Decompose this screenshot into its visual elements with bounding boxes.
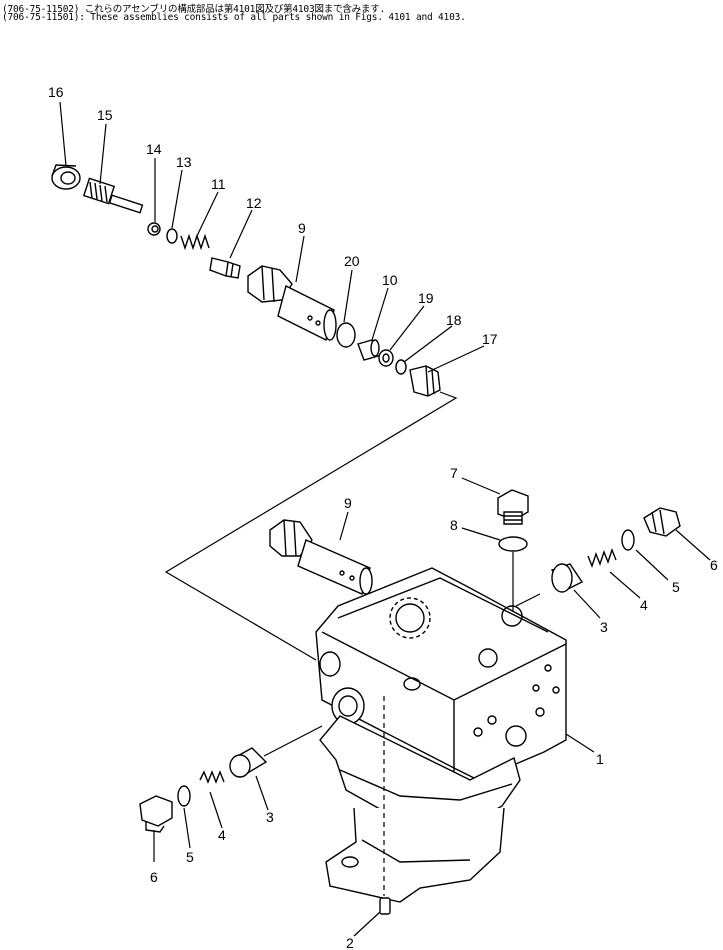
- callout-1: 1: [596, 751, 604, 767]
- part-5-o-ring-right: [621, 529, 635, 551]
- part-19-ring: [378, 349, 394, 367]
- callout-19: 19: [418, 290, 434, 306]
- callout-2: 2: [346, 935, 354, 950]
- part-3-piston-left: [229, 747, 268, 778]
- callout-9-upper: 9: [298, 220, 306, 236]
- header-note-japanese: (706-75-11502) これらのアセンブリの構成部品は第4101図及び第4…: [2, 4, 386, 15]
- part-9-valve-lower: [269, 519, 373, 595]
- callout-17: 17: [482, 331, 498, 347]
- callout-4-left: 4: [218, 827, 226, 843]
- part-9-valve-upper: [247, 265, 337, 342]
- part-14-ring: [147, 222, 161, 236]
- callout-6-right: 6: [710, 557, 718, 573]
- part-15-screw: [82, 177, 144, 214]
- callout-18: 18: [446, 312, 462, 328]
- callout-14: 14: [146, 141, 162, 157]
- part-1-motor-body: [315, 567, 567, 903]
- callout-20: 20: [344, 253, 360, 269]
- part-16-nut: [51, 164, 81, 190]
- part-12-plunger: [209, 257, 241, 279]
- callout-15: 15: [97, 107, 113, 123]
- callout-4-right: 4: [640, 597, 648, 613]
- part-2-pin: [379, 897, 391, 915]
- callout-8: 8: [450, 517, 458, 533]
- part-7-plug: [497, 489, 529, 525]
- part-4-spring-right: [587, 547, 617, 569]
- part-11-spring: [180, 233, 210, 251]
- callout-3-right: 3: [600, 619, 608, 635]
- callout-10: 10: [382, 272, 398, 288]
- part-4-spring-left: [199, 770, 225, 784]
- callout-leaders: [59, 101, 711, 937]
- callout-12: 12: [246, 195, 262, 211]
- part-10-sleeve: [357, 339, 380, 361]
- callout-11: 11: [211, 176, 226, 192]
- part-6-plug-right: [643, 507, 681, 537]
- callout-5-left: 5: [186, 849, 194, 865]
- part-18-o-ring: [395, 359, 407, 375]
- part-20-o-ring: [336, 322, 356, 348]
- part-6-plug-left: [139, 795, 173, 833]
- header-note-english: (706-75-11501): These assemblies consist…: [2, 12, 466, 23]
- part-3-piston-right: [550, 563, 584, 593]
- part-17-plug: [409, 365, 441, 397]
- callout-7: 7: [450, 465, 458, 481]
- callout-numbers: 16 15 14 13 11 12 9 20 10 19 18 17 7 8 9…: [48, 84, 718, 950]
- part-8-o-ring: [498, 536, 528, 552]
- callout-5-right: 5: [672, 579, 680, 595]
- part-5-o-ring-left: [177, 785, 191, 807]
- part-13-o-ring: [166, 228, 178, 244]
- callout-16: 16: [48, 84, 64, 100]
- callout-6-left: 6: [150, 869, 158, 885]
- callout-9-lower: 9: [344, 495, 352, 511]
- callout-3-left: 3: [266, 809, 274, 825]
- callout-13: 13: [176, 154, 192, 170]
